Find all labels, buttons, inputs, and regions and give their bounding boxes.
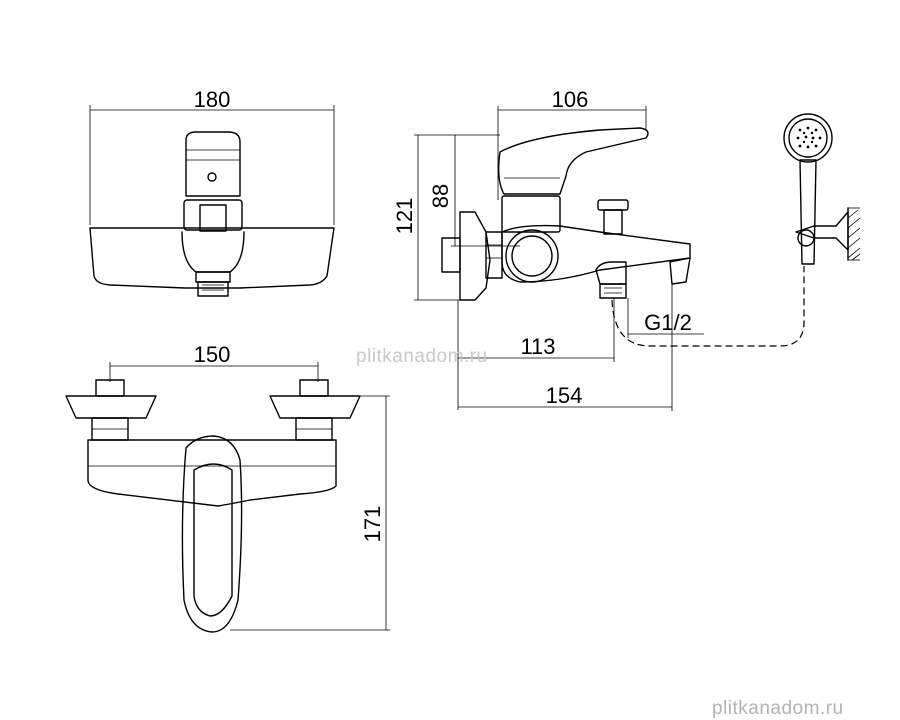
shower-nozzles: [796, 126, 822, 149]
front-left-eccentric: [95, 379, 125, 397]
dimension-113: 113: [457, 298, 615, 410]
watermark-corner: plitkanadom.ru: [712, 698, 844, 719]
dimension-180: 180: [89, 87, 335, 225]
top-handle-indicator-icon: [207, 172, 217, 182]
side-eccentric: [441, 237, 461, 273]
wall-hatch: [847, 207, 861, 261]
dimension-171: 171: [230, 395, 390, 631]
top-outlet-thread: [195, 271, 231, 283]
dim-label-88: 88: [428, 184, 453, 208]
top-lower-boss: [181, 231, 245, 273]
top-cartridge-nut: [199, 204, 227, 232]
shower-hose: [611, 266, 805, 347]
side-shower-outlet: [595, 261, 627, 285]
side-outlet-nut: [599, 283, 627, 299]
side-diverter-boss: [505, 229, 559, 283]
front-right-flange: [269, 395, 361, 419]
front-right-eccentric: [299, 379, 329, 397]
dim-label-106: 106: [552, 87, 589, 112]
dim-label-121: 121: [392, 198, 417, 235]
side-cartridge-housing: [501, 195, 561, 233]
front-body: [87, 439, 337, 507]
front-lever: [181, 435, 243, 633]
dimension-106: 106: [497, 87, 647, 200]
top-outlet-nut: [197, 281, 229, 297]
side-lever: [497, 127, 649, 195]
front-lever-inner: [193, 463, 233, 617]
front-view: 150 171: [65, 342, 390, 633]
dimension-121: 121: [392, 134, 500, 301]
dimension-150: 150: [109, 342, 319, 382]
front-left-flange: [65, 395, 157, 419]
dimension-154: 154: [458, 284, 673, 411]
thread-label-g12: G1/2: [644, 310, 692, 335]
shower-head-icon: [783, 113, 833, 163]
dim-label-154: 154: [546, 383, 583, 408]
side-view: 106 121 88: [392, 87, 704, 411]
side-body: [501, 224, 691, 283]
dim-label-171: 171: [360, 506, 385, 543]
top-body-plate: [89, 227, 335, 289]
side-spout-tip: [669, 257, 691, 285]
shower-handle: [799, 159, 817, 265]
watermark-center: plitkanadom.ru: [356, 346, 488, 367]
thread-callout: G1/2: [627, 298, 704, 338]
dim-label-113: 113: [520, 334, 555, 359]
side-wall-flange: [459, 211, 491, 301]
dimension-88: 88: [428, 135, 520, 247]
hand-shower: [611, 113, 861, 347]
dim-label-150: 150: [194, 342, 231, 367]
top-handle-lever: [185, 131, 241, 197]
dim-label-180: 180: [194, 87, 231, 112]
top-view: 180: [89, 87, 335, 297]
top-cartridge: [183, 199, 243, 231]
side-diverter-knob: [597, 199, 629, 211]
